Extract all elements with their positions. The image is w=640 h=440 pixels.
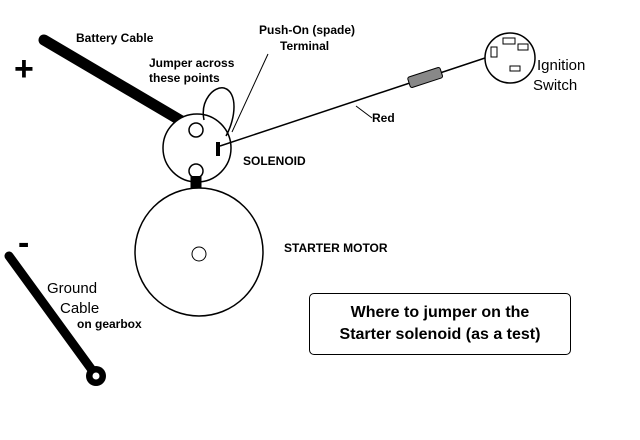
ignition-contact [490, 46, 498, 58]
ground-lug-hole [92, 372, 100, 380]
starter-motor-label: STARTER MOTOR [284, 241, 388, 255]
battery-cable-label: Battery Cable [76, 31, 154, 45]
ignition-contact [502, 37, 516, 45]
starter-motor-shaft [191, 246, 207, 262]
ignition-contact [509, 65, 521, 72]
jumper-arc [202, 87, 235, 137]
solenoid-label: SOLENOID [243, 154, 306, 168]
battery-cable [38, 34, 196, 132]
ground-label-line1: Ground [47, 280, 97, 297]
push-on-leader [231, 53, 269, 133]
solenoid-lower-terminal [188, 163, 204, 179]
minus-sign: - [18, 224, 29, 262]
plus-sign: + [14, 50, 34, 88]
red-wire-label: Red [372, 111, 395, 125]
ignition-label-line2: Switch [533, 77, 577, 94]
ignition-label-line1: Ignition [537, 57, 585, 74]
push-on-label-line2: Terminal [280, 39, 329, 53]
ignition-contact [517, 43, 529, 51]
caption-box: Where to jumper on the Starter solenoid … [309, 293, 571, 355]
red-leader [355, 105, 373, 119]
jumper-label-line2: these points [149, 71, 220, 85]
ground-label-line2: Cable [60, 300, 99, 317]
inline-connector [407, 67, 444, 88]
battery-terminal [188, 122, 204, 138]
ground-label-line3: on gearbox [77, 317, 142, 331]
spade-terminal [216, 142, 220, 156]
caption-line1: Where to jumper on the [350, 304, 530, 321]
jumper-label-line1: Jumper across [149, 56, 235, 70]
caption-line2: Starter solenoid (as a test) [339, 326, 541, 343]
ground-cable [4, 251, 97, 375]
push-on-label-line1: Push-On (spade) [259, 23, 355, 37]
